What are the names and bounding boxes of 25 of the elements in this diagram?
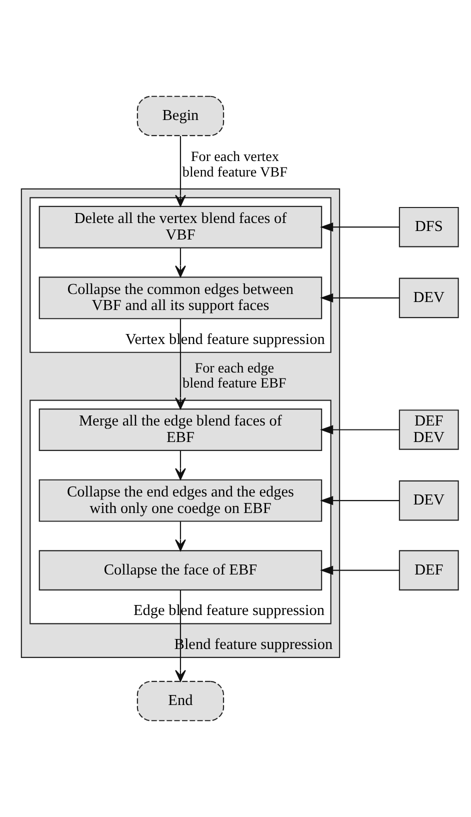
- node-box: Collapse the common edges between VBF and all its support faces: [38, 276, 322, 320]
- edge-label: For each edge blend feature EBF: [182, 360, 286, 392]
- edge-label: For each vertex blend feature VBF: [182, 149, 288, 180]
- node-box: Merge all the edge blend faces of EBF: [38, 408, 322, 451]
- arrow: [175, 136, 186, 207]
- node-box: DEF DEV: [398, 410, 459, 450]
- arrow: [175, 590, 186, 682]
- node-box: DFS: [398, 206, 459, 248]
- arrow: [175, 248, 186, 278]
- node-box: Begin: [136, 96, 224, 136]
- arrow: [320, 496, 400, 506]
- node-box: DEV: [398, 480, 459, 521]
- node-box: Collapse the face of EBF: [38, 550, 322, 590]
- arrow: [175, 318, 186, 410]
- arrow: [320, 222, 400, 232]
- arrow: [175, 450, 186, 480]
- arrow: [320, 425, 400, 434]
- arrow: [320, 293, 400, 302]
- arrow: [175, 522, 186, 552]
- node-box: Delete all the vertex blend faces of VBF: [38, 206, 322, 248]
- node-box: Collapse the end edges and the edges with only one coedge on EBF: [38, 479, 322, 522]
- arrow: [320, 566, 400, 575]
- node-box: DEV: [398, 278, 459, 318]
- node-box: End: [136, 680, 224, 722]
- node-box: DEF: [398, 550, 459, 590]
